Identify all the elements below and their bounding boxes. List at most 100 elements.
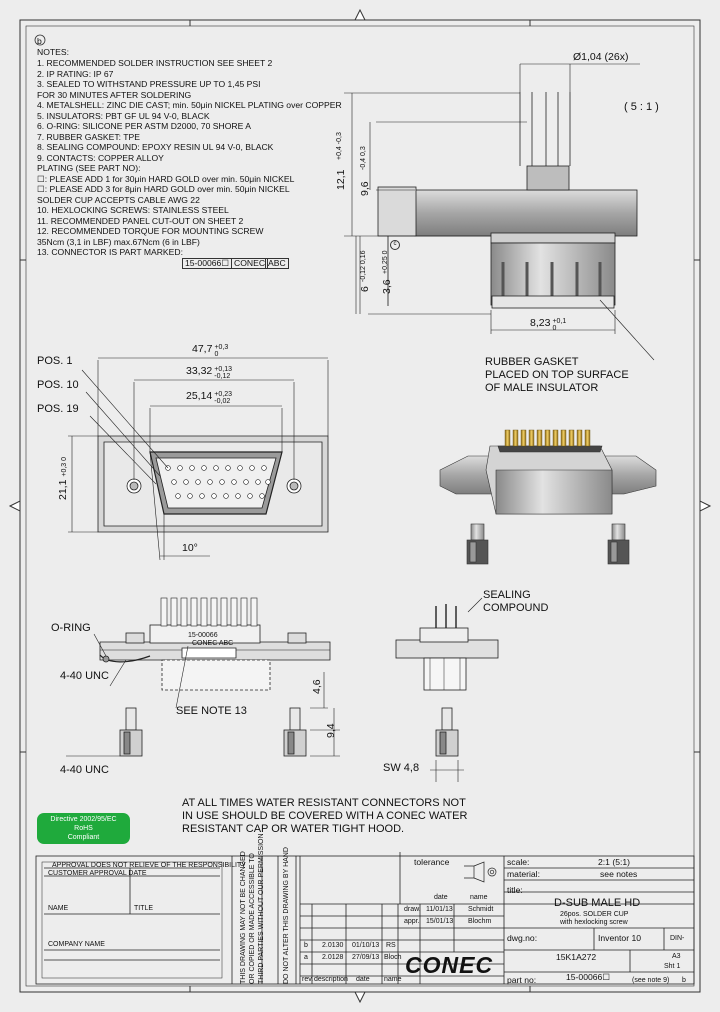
- approval-header: APPROVAL DOES NOT RELIEVE OF THE RESPONS…: [52, 862, 246, 869]
- dim-25-14: 25,14+0,23-0,02: [186, 390, 232, 405]
- pos-19-label: POS. 19: [37, 403, 79, 415]
- title-line-1: D-SUB MALE HD: [554, 897, 641, 909]
- angle-10-label: 10°: [182, 542, 198, 554]
- note-line: 6. O-RING: SILICONE PER ASTM D2000, 70 S…: [37, 121, 251, 131]
- rev-b-marker: [34, 34, 46, 46]
- material-value: see notes: [600, 869, 638, 879]
- note-line: 11. RECOMMENDED PANEL CUT-OUT ON SHEET 2: [37, 215, 244, 226]
- note-line: 7. RUBBER GASKET: TPE: [37, 131, 140, 142]
- note-line: 1. RECOMMENDED SOLDER INSTRUCTION SEE SH…: [37, 58, 273, 68]
- tolerance-symbol: [464, 861, 497, 883]
- note-line: 3. SEALED TO WITHSTAND PRESSURE UP TO 1,…: [37, 79, 261, 89]
- contact-pins: [165, 465, 271, 499]
- part-no-label: part no:: [507, 975, 537, 985]
- front-view: [68, 357, 329, 561]
- company-name: COMPANY NAME: [48, 941, 105, 948]
- view-scale-label: ( 5 : 1 ): [624, 101, 659, 113]
- thread-label-bottom: 4-40 UNC: [60, 764, 109, 776]
- conec-logo: CONEC: [405, 952, 494, 978]
- dim-9-4: 9,4: [325, 723, 337, 738]
- rev-row-2-date: 27/09/13: [352, 954, 380, 961]
- note-line: FOR 30 MINUTES AFTER SOLDERING: [37, 89, 192, 100]
- notes-part-marked-code: ABC: [265, 258, 289, 269]
- note-line: SOLDER CUP ACCEPTS CABLE AWG 22: [37, 194, 200, 205]
- note-line: 12. RECOMMENDED TORQUE FOR MOUNTING SCRE…: [37, 226, 264, 236]
- name-header: name: [470, 894, 488, 901]
- water-note-1: AT ALL TIMES WATER RESISTANT CONNECTORS …: [182, 797, 466, 809]
- rev-c-marker: c: [390, 240, 400, 250]
- gasket-note-3: OF MALE INSULATOR: [485, 382, 599, 394]
- rev-row-2-name: Bloch: [384, 954, 402, 961]
- hex-screw-left: [466, 523, 489, 565]
- see-note-13-label: SEE NOTE 13: [176, 705, 247, 717]
- bottom-side-view: [66, 597, 464, 782]
- tolerance-label: tolerance: [414, 857, 450, 867]
- note-line: ☐: PLEASE ADD 3 for 8μin HARD GOLD over …: [37, 184, 290, 194]
- date-header: date: [434, 894, 448, 901]
- title-line-3: with hexlocking screw: [560, 919, 628, 926]
- dim-9-6-tol: -0,4 0,3: [360, 146, 367, 170]
- screw-c: [435, 707, 459, 757]
- material-label: material:: [507, 869, 540, 879]
- hex-screw-right: [607, 523, 630, 565]
- end-view: [395, 597, 499, 691]
- notes-part-marked-brand: CONEC: [231, 258, 269, 269]
- side-view-5-1: [344, 63, 655, 361]
- approved-date: 15/01/13: [426, 918, 454, 925]
- gasket-note-1: RUBBER GASKET: [485, 356, 579, 368]
- dim-12-1: 12,1: [335, 169, 347, 190]
- pin-diameter-label: Ø1,04 (26x): [573, 51, 629, 63]
- note-line: PLATING (SEE PART NO):: [37, 163, 141, 173]
- sealing-compound-2: COMPOUND: [483, 602, 549, 614]
- rev-name-header: name: [384, 976, 402, 983]
- inventor-version: Inventor 10: [598, 933, 641, 943]
- do-not-alter: DO NOT ALTER THIS DRAWING BY HAND: [283, 847, 290, 984]
- draw-label: draw.: [404, 906, 421, 913]
- rev-row-1-name: RS: [386, 942, 396, 949]
- part-mark-brand: CONEC ABC: [192, 640, 234, 647]
- note-line: 10. HEXLOCKING SCREWS: STAINLESS STEEL: [37, 205, 229, 215]
- note-line: 2. IP RATING: IP 67: [37, 68, 114, 79]
- rev-date-header: date: [356, 976, 370, 983]
- water-note-2: IN USE SHOULD BE COVERED WITH A CONEC WA…: [182, 810, 468, 822]
- rev-row-2-desc: 2.0128: [322, 954, 344, 961]
- title-line-2: 26pos. SOLDER CUP: [560, 911, 629, 918]
- format-label: A3: [672, 953, 681, 960]
- part-mark-number: 15-00066: [188, 632, 218, 639]
- dim-33-32: 33,32+0,13-0,12: [186, 365, 232, 380]
- dwg-no-label: dwg.no:: [507, 933, 538, 943]
- confidential-2: OR COPIED OR MADE ACCESSIBLE TO: [249, 853, 256, 984]
- approved-label: appr.: [404, 918, 420, 925]
- rohs-badge: Directive 2002/95/EC RoHS Compliant: [37, 813, 130, 844]
- sheet-rev: b: [682, 977, 686, 984]
- dim-3-6-tol: +0,25 0: [382, 250, 389, 274]
- draw-date: 11/01/13: [426, 906, 453, 913]
- part-no-value: 15-00066☐: [566, 972, 611, 982]
- rohs-line-1: Directive 2002/95/EC: [50, 816, 117, 823]
- rev-row-1-desc: 2.0130: [322, 942, 344, 949]
- sheet-label: Sht 1: [664, 963, 681, 970]
- approval-name: NAME: [48, 905, 69, 912]
- screw-a: [119, 707, 143, 757]
- pos-10-label: POS. 10: [37, 379, 79, 391]
- pos-1-label: POS. 1: [37, 355, 73, 367]
- note-line: 8. SEALING COMPOUND: EPOXY RESIN UL 94 V…: [37, 142, 274, 152]
- sealing-compound-1: SEALING: [483, 589, 531, 601]
- notes-rev-marker: b: [37, 36, 42, 46]
- rev-row-2-rev: a: [304, 954, 308, 961]
- din-label: DIN-: [670, 935, 685, 942]
- dim-12-1-tol: +0,4 -0,3: [336, 132, 343, 160]
- rohs-line-3: Compliant: [67, 834, 100, 841]
- description-header: description: [314, 976, 348, 983]
- rev-row-1-rev: b: [304, 942, 308, 949]
- notes-title: NOTES:: [37, 47, 69, 57]
- o-ring-label: O-RING: [51, 622, 91, 634]
- dim-6: 6: [359, 286, 371, 292]
- confidential-3: THIRD PARTIES WITHOUT OUR PERMISSION: [258, 833, 265, 984]
- see-note-9: (see note 9): [632, 977, 670, 984]
- connector-3d-illustration: [439, 429, 657, 565]
- title-block: [35, 852, 695, 985]
